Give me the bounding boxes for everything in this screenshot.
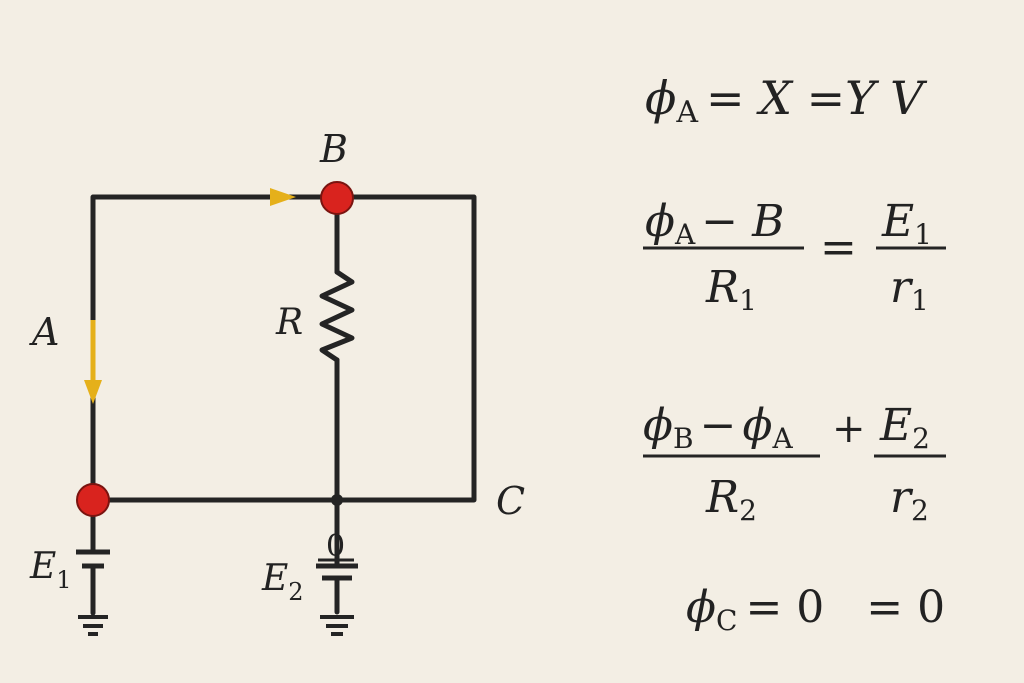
eq3-rhs-num: E: [879, 400, 912, 451]
equation-1: ϕA= X =Y V: [645, 71, 928, 130]
eq3-minus: −: [700, 400, 737, 451]
label-e2-sub: 2: [288, 578, 303, 606]
eq3-num-sub1: B: [673, 422, 694, 455]
eq2-num-sub: A: [674, 218, 696, 251]
eq2-num-phi: ϕ: [645, 196, 675, 247]
wire-top-right: [334, 194, 477, 503]
eq3-den: R: [705, 472, 739, 523]
eq2-rhs-den-sub: 1: [911, 284, 929, 317]
eq3-rhs-den: r: [890, 472, 914, 523]
source-e1: [76, 497, 110, 636]
source-e2: [316, 497, 358, 636]
svg-text:ϕC= 0 = 0: ϕC= 0 = 0: [686, 582, 945, 637]
eq3-num-phi2: ϕ: [742, 400, 772, 451]
eq1-rest: = X =Y V: [706, 71, 928, 125]
ground-icon-left: [78, 615, 108, 636]
eq3-rhs-num-sub: 2: [912, 422, 930, 455]
wire-top-left: [90, 194, 340, 503]
eq4-sub: C: [716, 604, 737, 637]
eq3-den-sub: 2: [739, 494, 757, 527]
label-node-a: A: [29, 310, 59, 354]
svg-text:R1: R1: [705, 262, 757, 317]
eq1-phi: ϕ: [645, 71, 676, 125]
resistor-zigzag: [319, 269, 355, 363]
label-e1-sub: 1: [56, 566, 71, 594]
eq2-equals: =: [820, 222, 857, 273]
label-e2: E2: [261, 558, 304, 606]
label-node-c: C: [496, 479, 525, 523]
eq4-phi: ϕ: [686, 582, 716, 633]
eq2-den-sub: 1: [739, 284, 757, 317]
svg-text:E1: E1: [881, 196, 932, 251]
label-e1: E1: [29, 546, 72, 594]
eq3-num-sub2: A: [771, 422, 793, 455]
node-a-dot[interactable]: [76, 483, 110, 517]
svg-text:R2: R2: [705, 472, 757, 527]
label-e2-symbol: E: [261, 558, 288, 599]
node-b-dot[interactable]: [320, 181, 354, 215]
eq4-rest: = 0 = 0: [745, 582, 945, 633]
svg-text:E2: E2: [879, 400, 930, 455]
equation-4: ϕC= 0 = 0: [686, 582, 945, 637]
current-arrow-right: [270, 188, 296, 206]
ground-icon-middle: [320, 615, 354, 636]
eq2-den: R: [705, 262, 739, 313]
label-e1-symbol: E: [29, 546, 56, 587]
equation-2: ϕA− B R1 = E1 r1: [643, 196, 946, 317]
label-node-b: B: [319, 127, 348, 171]
eq2-rhs-den: r: [890, 262, 914, 313]
svg-text:ϕA= X =Y V: ϕA= X =Y V: [645, 71, 928, 130]
eq3-plus: +: [832, 406, 866, 452]
svg-text:ϕA− B: ϕA− B: [645, 196, 784, 251]
circuit: [76, 181, 477, 636]
eq3-rhs-den-sub: 2: [911, 494, 929, 527]
svg-text:r1: r1: [890, 262, 929, 317]
eq3-num-phi1: ϕ: [643, 400, 673, 451]
label-resistor: R: [275, 302, 303, 343]
eq1-sub: A: [675, 95, 698, 130]
equation-3: ϕB−ϕA R2 + E2 r2: [643, 400, 946, 527]
eq2-rhs-num-sub: 1: [914, 218, 932, 251]
label-e2-value: 0: [326, 529, 345, 564]
svg-text:r2: r2: [890, 472, 929, 527]
eq2-rhs-num: E: [881, 196, 914, 247]
svg-text:ϕB−ϕA: ϕB−ϕA: [643, 400, 793, 455]
current-arrow-down: [84, 320, 102, 404]
eq2-num-rest: − B: [701, 196, 784, 247]
